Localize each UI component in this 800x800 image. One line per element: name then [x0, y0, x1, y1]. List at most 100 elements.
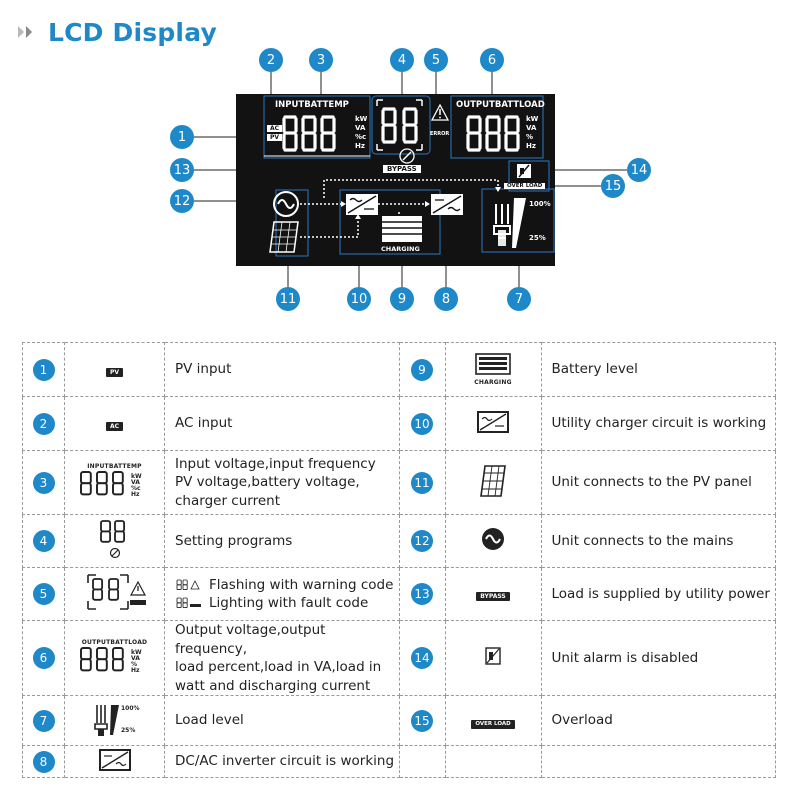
- legend-number: 9: [411, 358, 433, 381]
- lcd-load-25: 25%: [529, 234, 546, 242]
- legend-number-cell: 1: [22, 342, 65, 397]
- legend-number-cell: 15: [398, 695, 446, 746]
- legend-icon-cell: [444, 396, 542, 451]
- legend-text: Input voltage,input frequency: [175, 455, 376, 472]
- legend-text: Battery level: [551, 361, 638, 378]
- load-25-label: 25%: [121, 727, 135, 734]
- legend-number: 3: [32, 471, 55, 494]
- legend-description: Utility charger circuit is working: [540, 396, 776, 451]
- svg-text:VA: VA: [131, 479, 140, 486]
- legend-text: watt and discharging current: [175, 677, 371, 694]
- load-100-label: 100%: [121, 705, 140, 712]
- legend-number-cell: 11: [398, 450, 446, 515]
- input-label: INPUTBATTEMP: [87, 463, 142, 470]
- legend-text: Lighting with fault code: [209, 595, 369, 611]
- svg-text:%c: %c: [131, 485, 141, 492]
- legend-number-cell: [398, 745, 446, 778]
- legend-text: PV input: [175, 361, 232, 378]
- legend-icon-cell: CHARGING: [444, 342, 542, 397]
- battery-level-icon: CHARGING: [446, 353, 541, 386]
- load-level-icon: 100% 25%: [93, 704, 140, 736]
- utility-charger-icon: [477, 410, 509, 433]
- legend-number-cell: 5: [22, 567, 65, 621]
- mains-sine-icon: [482, 528, 504, 550]
- callout-4: 4: [390, 48, 414, 72]
- legend-number: 1: [32, 358, 55, 381]
- solar-panel-icon: [480, 464, 506, 497]
- legend-icon-cell: [64, 567, 165, 621]
- legend-number-cell: 3: [22, 450, 65, 515]
- legend-number: 12: [411, 530, 433, 552]
- lcd-units-input-0: kW: [355, 115, 368, 123]
- charging-label: CHARGING: [474, 379, 512, 386]
- warning-fault-icon: [86, 574, 146, 610]
- lcd-output-label: OUTPUTBATTLOAD: [456, 100, 545, 110]
- callout-11: 11: [276, 287, 300, 311]
- legend-text: charger current: [175, 492, 280, 509]
- svg-text:Hz: Hz: [131, 491, 140, 498]
- legend-number-cell: 2: [22, 396, 65, 451]
- legend-line: Flashing with warning code: [175, 576, 399, 595]
- lcd-units-output-3: Hz: [526, 142, 536, 150]
- legend-icon-cell: BYPASS: [444, 567, 542, 621]
- legend-icon-cell: [64, 745, 165, 778]
- legend-text: Unit connects to the PV panel: [551, 474, 752, 491]
- legend-icon-cell: [444, 514, 542, 568]
- lcd-panel: INPUTBATTEMP OUTPUTBATTLOAD AC PV kW VA …: [236, 94, 555, 266]
- legend-text: Utility charger circuit is working: [551, 415, 767, 432]
- callout-9: 9: [390, 287, 414, 311]
- svg-text:kW: kW: [131, 649, 142, 656]
- legend-description: Load level: [164, 695, 400, 746]
- callout-10: 10: [347, 287, 371, 311]
- legend-text: load percent,load in VA,load in: [175, 659, 382, 675]
- legend-text: Unit connects to the mains: [551, 532, 734, 549]
- legend-number-cell: 6: [22, 620, 65, 696]
- legend-description: Battery level: [540, 342, 776, 397]
- page-title: LCD Display: [48, 17, 217, 47]
- lcd-units-input-2: %c: [355, 133, 367, 141]
- legend-number: 8: [32, 750, 55, 773]
- lcd-bypass-label: BYPASS: [383, 165, 421, 173]
- legend-number-cell: 13: [398, 567, 446, 621]
- legend-text: Overload: [551, 712, 613, 729]
- legend-number: 5: [32, 583, 55, 605]
- legend-number-cell: 14: [398, 620, 446, 696]
- legend-line: Lighting with fault code: [175, 594, 399, 613]
- lcd-units-output-2: %: [526, 133, 534, 141]
- legend-number: 7: [32, 709, 55, 732]
- lcd-units-input-1: VA: [355, 124, 366, 132]
- callout-6: 6: [480, 48, 504, 72]
- legend-number: 2: [32, 412, 55, 435]
- svg-text:kW: kW: [131, 473, 142, 480]
- lcd-graphics: [263, 95, 555, 257]
- over-load-tag-icon: OVER LOAD: [471, 719, 515, 729]
- lcd-input-label: INPUTBATTEMP: [275, 100, 349, 110]
- legend-icon-cell: OVER LOAD: [444, 695, 542, 746]
- callout-14: 14: [627, 158, 651, 182]
- legend-text: PV voltage,battery voltage,: [175, 474, 360, 491]
- lcd-charging-label: CHARGING: [381, 245, 420, 253]
- legend-description: Overload: [540, 695, 776, 746]
- legend-icon-cell: [444, 620, 542, 696]
- legend-icon-cell: [444, 745, 542, 778]
- legend-number: 14: [411, 647, 433, 669]
- pv-tag-icon: PV: [105, 367, 124, 377]
- lcd-units-input-3: Hz: [355, 142, 365, 150]
- ac-tag-icon: AC: [105, 421, 124, 431]
- legend-text: AC input: [175, 415, 233, 432]
- legend-number-cell: 10: [398, 396, 446, 451]
- legend-description: Unit connects to the PV panel: [540, 450, 776, 515]
